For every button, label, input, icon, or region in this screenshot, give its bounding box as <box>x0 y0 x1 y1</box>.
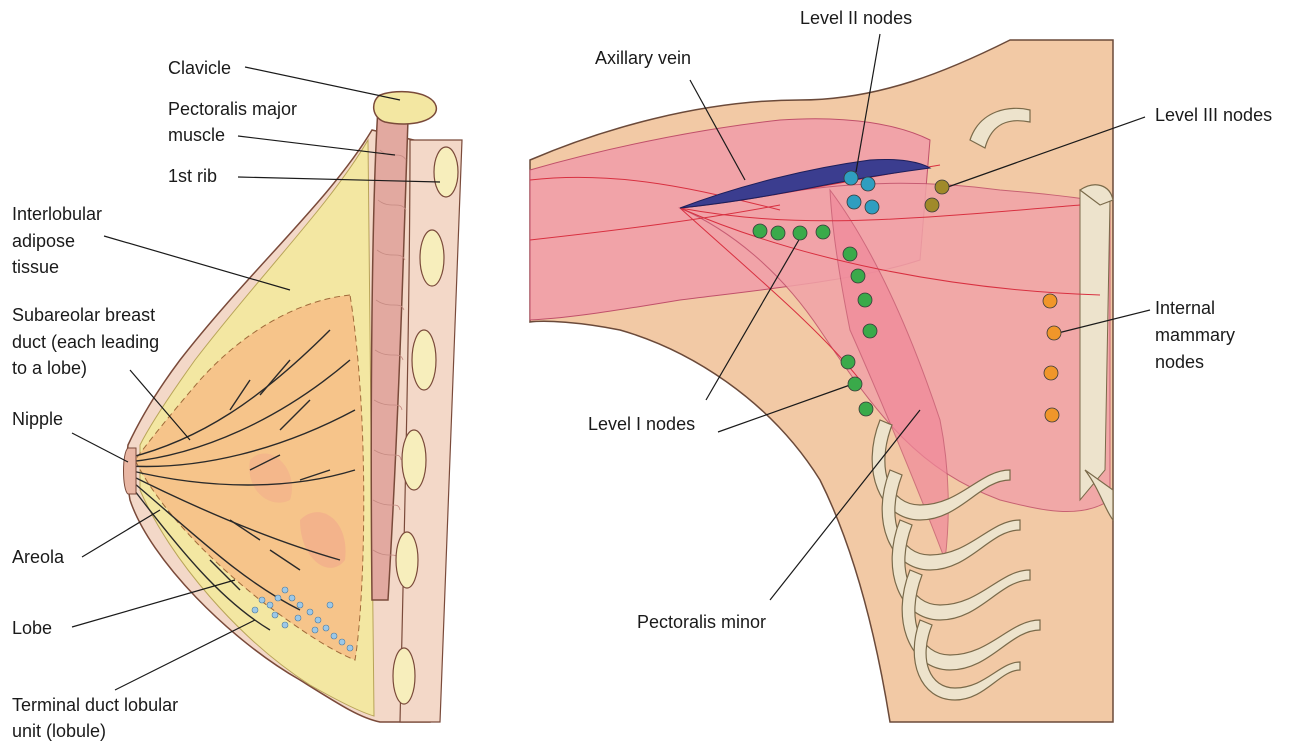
internal-mammary-lymph-node <box>1045 408 1059 422</box>
chest-right-edge <box>1080 190 1110 500</box>
level-i-lymph-node <box>858 293 872 307</box>
level-i-lymph-node <box>843 247 857 261</box>
label-internal-mammary-line1: Internal <box>1155 296 1215 320</box>
level-ii-lymph-node <box>847 195 861 209</box>
label-interlobular-line3: tissue <box>12 255 59 279</box>
nipple <box>124 448 137 494</box>
breast-sagittal-section <box>72 67 462 722</box>
label-subareolar-line1: Subareolar breast <box>12 303 155 327</box>
level-i-lymph-node <box>753 224 767 238</box>
label-nipple: Nipple <box>12 407 63 431</box>
level-i-lymph-node <box>851 269 865 283</box>
label-interlobular-line1: Interlobular <box>12 202 102 226</box>
level-i-lymph-node <box>859 402 873 416</box>
label-clavicle: Clavicle <box>168 56 231 80</box>
level-i-lymph-node <box>841 355 855 369</box>
label-level-iii-nodes: Level III nodes <box>1155 103 1272 127</box>
label-internal-mammary-line2: mammary <box>1155 323 1235 347</box>
level-ii-lymph-node <box>865 200 879 214</box>
level-i-lymph-node <box>771 226 785 240</box>
label-level-i-nodes: Level I nodes <box>588 412 695 436</box>
label-first-rib: 1st rib <box>168 164 217 188</box>
label-axillary-vein: Axillary vein <box>595 46 691 70</box>
level-i-lymph-node <box>816 225 830 239</box>
anterior-chest-view <box>530 34 1150 722</box>
label-areola: Areola <box>12 545 64 569</box>
label-pectoralis-minor: Pectoralis minor <box>637 610 766 634</box>
label-level-ii-nodes: Level II nodes <box>800 6 912 30</box>
internal-mammary-lymph-node <box>1044 366 1058 380</box>
label-pectoralis-major-line2: muscle <box>168 123 225 147</box>
level-iii-lymph-node <box>925 198 939 212</box>
level-i-lymph-node <box>848 377 862 391</box>
label-tdlu-line2: unit (lobule) <box>12 719 106 743</box>
internal-mammary-lymph-node <box>1047 326 1061 340</box>
label-tdlu-line1: Terminal duct lobular <box>12 693 178 717</box>
level-ii-lymph-node <box>861 177 875 191</box>
level-iii-lymph-node <box>935 180 949 194</box>
internal-mammary-lymph-node <box>1043 294 1057 308</box>
level-i-lymph-node <box>793 226 807 240</box>
chest-wall <box>400 140 462 722</box>
level-ii-lymph-node <box>844 171 858 185</box>
level-i-lymph-node <box>863 324 877 338</box>
label-interlobular-line2: adipose <box>12 229 75 253</box>
label-lobe: Lobe <box>12 616 52 640</box>
label-subareolar-line2: duct (each leading <box>12 330 159 354</box>
label-internal-mammary-line3: nodes <box>1155 350 1204 374</box>
label-subareolar-line3: to a lobe) <box>12 356 87 380</box>
label-pectoralis-major-line1: Pectoralis major <box>168 97 297 121</box>
